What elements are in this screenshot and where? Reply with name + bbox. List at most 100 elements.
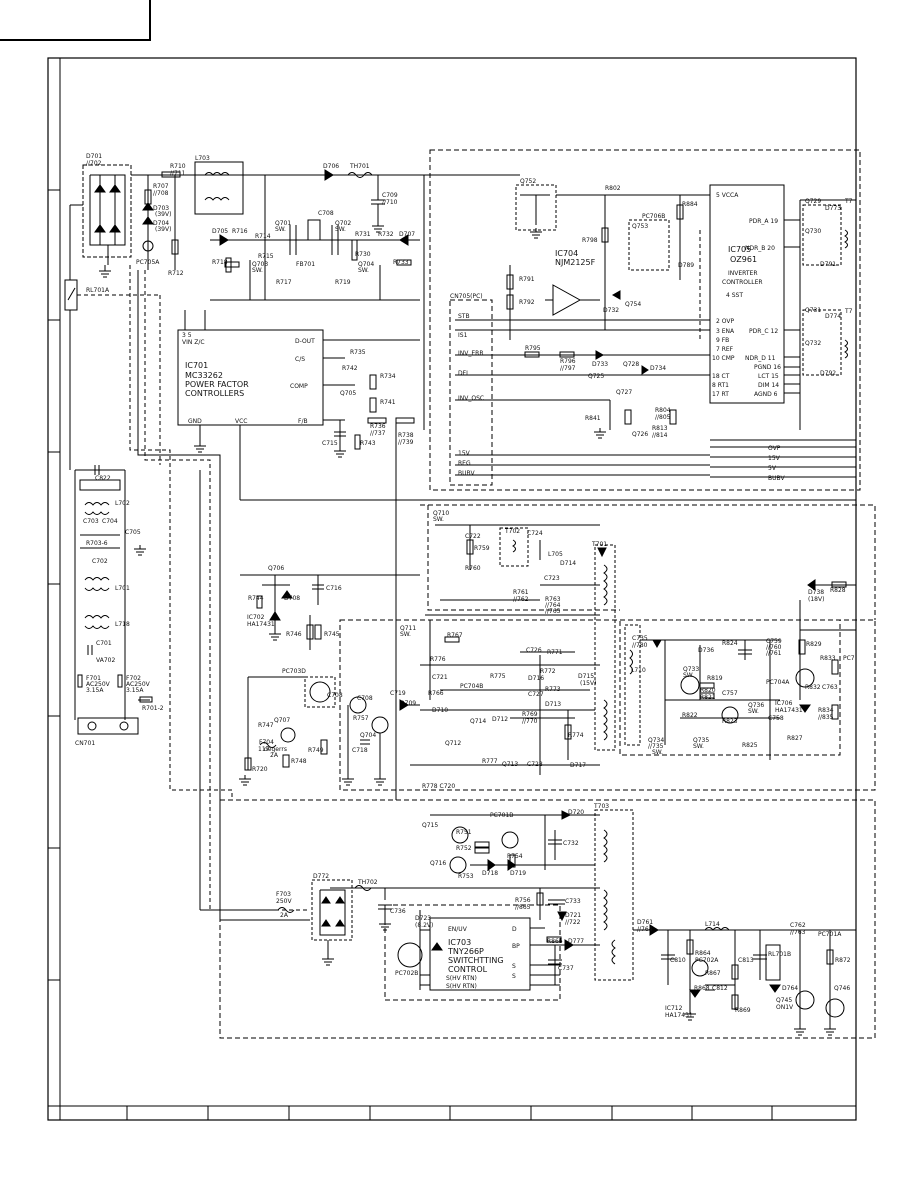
label-d764: //764	[637, 926, 653, 933]
label-ic702: IC702	[247, 614, 265, 621]
label-q706: Q706	[268, 565, 284, 572]
label-fb701: FB701	[296, 261, 315, 268]
label-r775: R775	[490, 673, 506, 680]
label-c702: C702	[92, 558, 108, 565]
label-r756: R756	[515, 897, 531, 904]
label-r823: R823	[722, 718, 738, 725]
label-r710: R710	[170, 163, 186, 170]
bridge-rectifier-d701	[69, 164, 132, 280]
label-r828: R828	[830, 587, 846, 594]
label-r798: R798	[582, 237, 598, 244]
label-d703v: (39V)	[155, 211, 171, 218]
label-l703: L703	[195, 155, 210, 162]
label-pc702a: PC702A	[695, 957, 719, 964]
label-r869: R869	[735, 1007, 751, 1014]
label-c761: //761	[766, 650, 782, 657]
label-c812: C812	[712, 985, 728, 992]
relay-rl701a	[64, 279, 161, 470]
label-rl701a: RL701A	[86, 287, 110, 294]
label-r867: R867	[705, 970, 721, 977]
label-inv2: CONTROLLER	[722, 279, 763, 286]
label-r822: R822	[682, 712, 698, 719]
label-c810: C810	[670, 957, 686, 964]
label-d723v: (8.2V)	[415, 922, 433, 929]
label-r733: R733	[393, 259, 409, 266]
label-t701: T701	[591, 541, 607, 548]
label-c705: C705	[125, 529, 141, 536]
label-r716: R716	[232, 228, 248, 235]
label-c718: C718	[352, 747, 368, 754]
label-r707: R707	[153, 183, 169, 190]
label-r748: R748	[291, 758, 307, 765]
label-d791: D791	[820, 261, 836, 268]
label-r718: R718	[212, 259, 228, 266]
label-f704t: 117	[258, 746, 270, 753]
label-t702: T702	[504, 528, 520, 535]
label-c733: C733	[565, 898, 581, 905]
label-l705: L705	[548, 551, 563, 558]
label-t7b: T7	[844, 308, 853, 315]
label-c762: C762	[790, 922, 806, 929]
label-q735b-sw: SW.	[693, 743, 704, 750]
label-q729: Q729	[805, 198, 821, 205]
label-l710: L710	[631, 667, 646, 674]
label-q735b: Q735	[693, 737, 709, 744]
label-r746: R746	[286, 631, 302, 638]
label-q726: Q726	[632, 431, 648, 438]
label-q716: Q716	[430, 860, 446, 867]
label-r872: R872	[835, 957, 851, 964]
label-d704v: (39V)	[155, 226, 171, 233]
label-q703: Q703	[252, 261, 268, 268]
label-r714: R714	[255, 233, 271, 240]
label-c735: C735	[632, 635, 648, 642]
label-th701: TH701	[349, 163, 370, 170]
label-d772: D772	[313, 873, 329, 880]
label-r741: R741	[380, 399, 396, 406]
label-pc702b: PC702B	[395, 970, 418, 977]
label-q703-sw: SW.	[252, 267, 263, 274]
label-d715: D715	[578, 673, 594, 680]
label-r752: R752	[456, 845, 472, 852]
pc703d-area	[244, 676, 420, 775]
label-r841: R841	[585, 415, 601, 422]
label-c763b: //763	[790, 929, 806, 936]
label-r796: R796	[560, 358, 576, 365]
label-q733: Q733	[683, 666, 699, 673]
label-c736b: C736	[390, 908, 406, 915]
label-d720: D720	[568, 809, 584, 816]
label-r769: R769	[522, 711, 538, 718]
label-d738: D738	[808, 589, 824, 596]
label-f702: F702	[126, 675, 141, 682]
label-d732: D732	[603, 307, 619, 314]
label-c701: C701	[96, 640, 112, 647]
label-d714: D714	[560, 560, 576, 567]
label-bus-5v: 5V	[768, 465, 777, 472]
label-reg: REG	[458, 460, 471, 467]
label-15v: 15V	[458, 450, 471, 457]
label-q704b: Q704	[360, 732, 376, 739]
label-d738v: (18V)	[808, 596, 824, 603]
label-is1: IS1	[458, 332, 468, 339]
label-pin-s1: S	[512, 963, 516, 970]
label-d719: D719	[510, 870, 526, 877]
label-c722: C722	[465, 533, 481, 540]
label-pc701b: PC701B	[490, 812, 513, 819]
label-r739: //739	[398, 439, 414, 446]
label-q728: Q728	[623, 361, 639, 368]
label-r712: R712	[168, 270, 184, 277]
label-p-lct: LCT 15	[758, 373, 779, 380]
label-oz961: OZ961	[730, 255, 757, 264]
label-q733-sw: SW.	[683, 672, 694, 679]
label-p-pgnd: PGND 16	[754, 364, 781, 371]
label-rl701b: RL701B	[768, 951, 791, 958]
label-l714: L714	[705, 921, 720, 928]
label-r765: //765	[545, 608, 561, 615]
label-c703: C703	[83, 518, 99, 525]
label-r792: R792	[519, 299, 535, 306]
label-r757: R757	[353, 715, 369, 722]
label-p-ovp: 2 OVP	[716, 318, 734, 325]
label-r754: R754	[507, 853, 523, 860]
label-r829: R829	[806, 641, 822, 648]
label-c723: C723	[544, 575, 560, 582]
output-d706-th701	[324, 169, 520, 430]
